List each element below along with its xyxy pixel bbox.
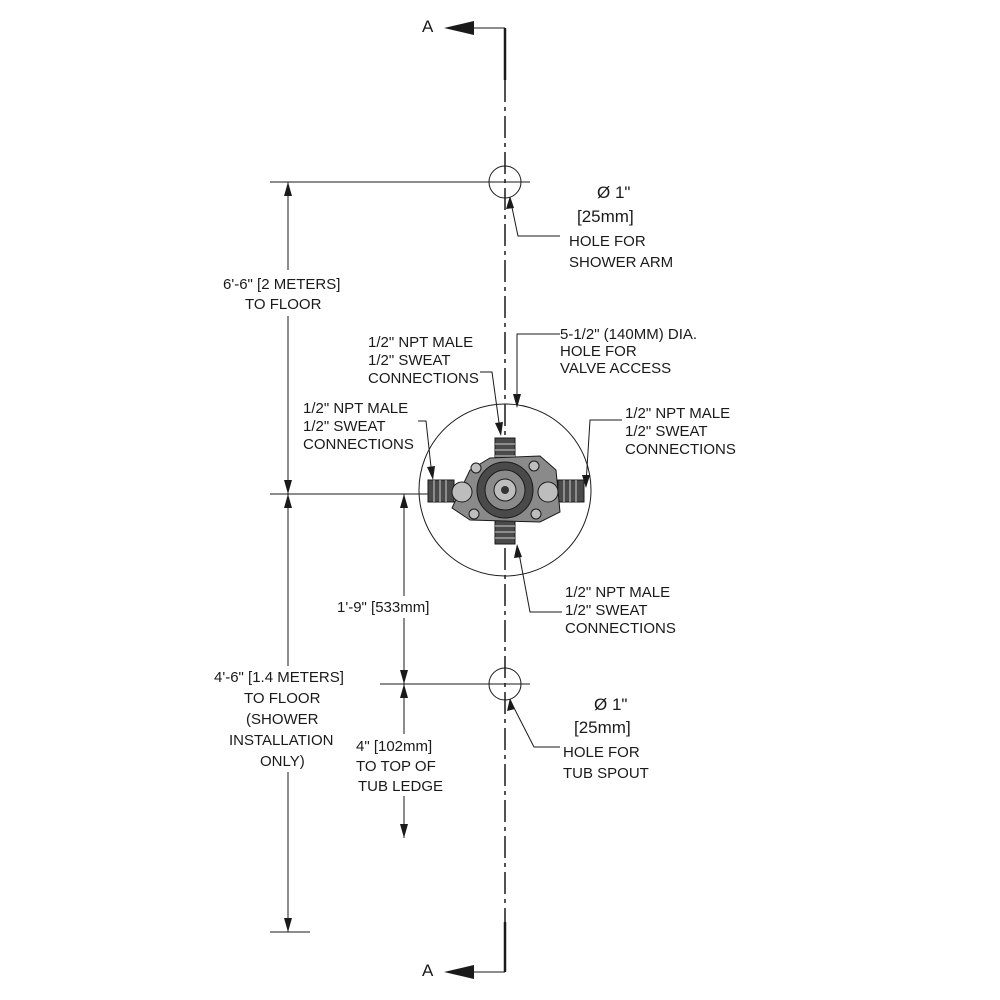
connection-left-line-3: CONNECTIONS bbox=[303, 436, 414, 453]
connection-right-line-3: CONNECTIONS bbox=[625, 441, 736, 458]
valve-body bbox=[427, 437, 585, 545]
connection-top-line-3: CONNECTIONS bbox=[368, 370, 479, 387]
dimension-valve-to-spout bbox=[400, 494, 408, 684]
dim-shower-arm-line-2: TO FLOOR bbox=[245, 296, 322, 313]
shower-arm-label-1: HOLE FOR bbox=[569, 233, 646, 250]
valve-access-line-3: VALVE ACCESS bbox=[560, 360, 671, 377]
dim-valve-height-line-5: ONLY) bbox=[260, 753, 305, 770]
dim-shower-arm-line-1: 6'-6" [2 METERS] bbox=[223, 276, 340, 293]
tub-spout-metric: [25mm] bbox=[574, 718, 631, 737]
section-label-top: A bbox=[422, 17, 434, 36]
dim-valve-to-spout-label: 1'-9" [533mm] bbox=[337, 599, 429, 616]
connection-left-line-2: 1/2" SWEAT bbox=[303, 418, 386, 435]
connection-bottom-line-2: 1/2" SWEAT bbox=[565, 602, 648, 619]
section-marker-top: A bbox=[422, 17, 507, 80]
connection-bottom-line-3: CONNECTIONS bbox=[565, 620, 676, 637]
dimension-shower-arm-height bbox=[284, 182, 292, 494]
dim-spout-to-ledge-line-2: TO TOP OF bbox=[356, 758, 436, 775]
dim-spout-to-ledge-line-3: TUB LEDGE bbox=[358, 778, 443, 795]
tub-spout-hole bbox=[380, 667, 560, 748]
valve-access-circle bbox=[418, 403, 592, 577]
shower-arm-metric: [25mm] bbox=[577, 207, 634, 226]
connection-top-line-2: 1/2" SWEAT bbox=[368, 352, 451, 369]
section-marker-bottom: A bbox=[422, 922, 507, 980]
connection-top-line-1: 1/2" NPT MALE bbox=[368, 334, 473, 351]
shower-arm-label-2: SHOWER ARM bbox=[569, 254, 673, 271]
tub-spout-label-1: HOLE FOR bbox=[563, 744, 640, 761]
dim-valve-height-line-4: INSTALLATION bbox=[229, 732, 333, 749]
connection-left-line-1: 1/2" NPT MALE bbox=[303, 400, 408, 417]
shower-arm-diameter: Ø 1" bbox=[597, 183, 630, 202]
connection-bottom-line-1: 1/2" NPT MALE bbox=[565, 584, 670, 601]
connection-right-line-1: 1/2" NPT MALE bbox=[625, 405, 730, 422]
tub-spout-label-2: TUB SPOUT bbox=[563, 765, 649, 782]
connection-right-line-2: 1/2" SWEAT bbox=[625, 423, 708, 440]
dim-spout-to-ledge-line-1: 4" [102mm] bbox=[356, 738, 432, 755]
shower-arm-hole bbox=[270, 165, 560, 237]
valve-access-line-2: HOLE FOR bbox=[560, 343, 637, 360]
dim-valve-height-line-2: TO FLOOR bbox=[244, 690, 321, 707]
section-label-bottom: A bbox=[422, 961, 434, 980]
tub-spout-diameter: Ø 1" bbox=[594, 695, 627, 714]
valve-access-line-1: 5-1/2" (140MM) DIA. bbox=[560, 326, 697, 343]
dim-valve-height-line-3: (SHOWER bbox=[246, 711, 319, 728]
dim-valve-height-line-1: 4'-6" [1.4 METERS] bbox=[214, 669, 344, 686]
